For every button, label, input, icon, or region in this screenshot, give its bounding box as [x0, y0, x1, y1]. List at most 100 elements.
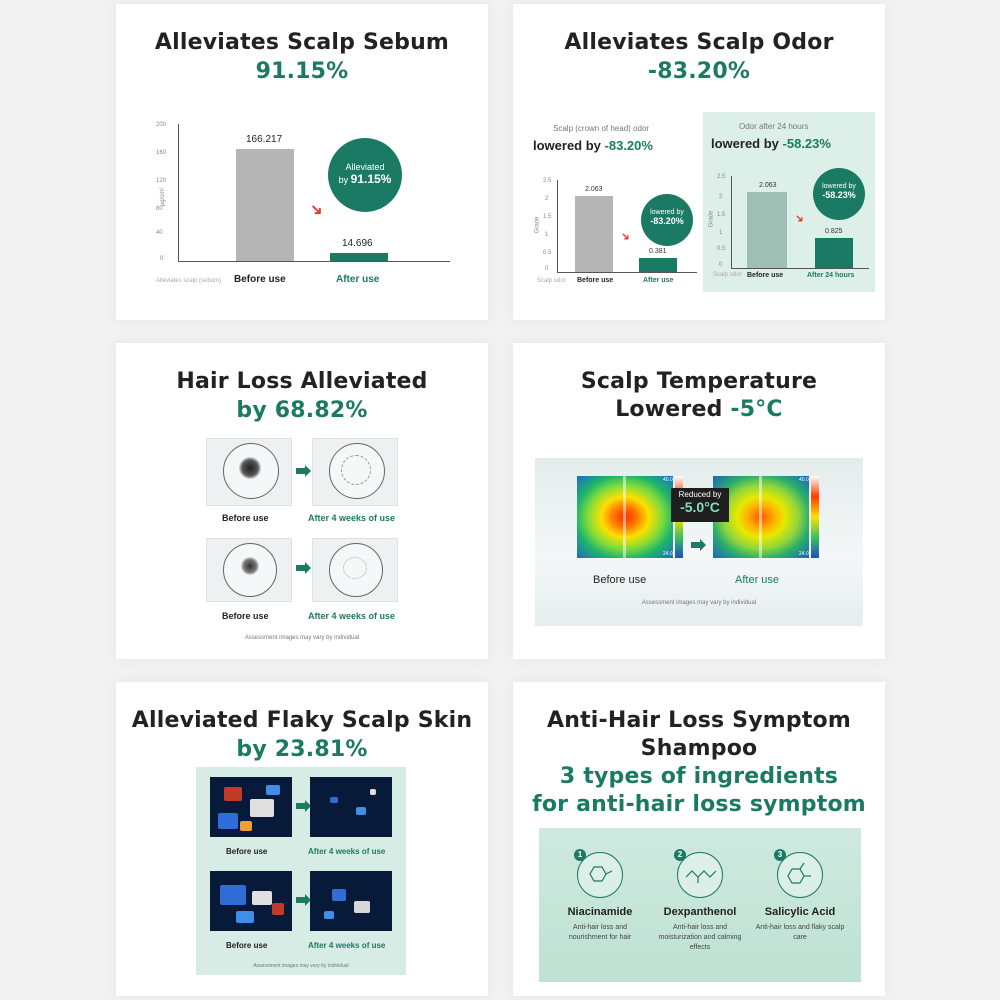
dexpanthenol-molecule-icon: 2: [674, 849, 723, 898]
before-value: 2.063: [585, 186, 603, 193]
scale-max: 40.0: [799, 477, 809, 483]
y-tick: 2: [719, 194, 723, 200]
ingredient-desc: Anti-hair loss and nourishment for hair: [568, 924, 632, 941]
y-tick: 1: [719, 230, 723, 236]
temp-scale-bar: [811, 476, 819, 558]
odor-right-caption: Odor after 24 hours: [739, 122, 809, 131]
scale-min: 24.0: [663, 551, 673, 557]
hair-clump: [239, 457, 261, 479]
y-tick: 0.5: [543, 250, 552, 256]
after-label: After use: [643, 277, 674, 284]
axis-caption: Scalp odor: [713, 272, 742, 278]
y-tick: 160: [156, 150, 167, 156]
y-tick: 120: [156, 178, 167, 184]
x-axis: [178, 261, 450, 262]
shampoo-subtitle-line2: for anti-hair loss symptom: [532, 792, 866, 817]
sebum-percent: 91.15%: [255, 59, 349, 84]
after-value: 14.696: [342, 238, 373, 249]
y-tick: 1.5: [717, 212, 726, 218]
badge-line2: by 91.15%: [338, 172, 392, 186]
before-label: Before use: [577, 277, 614, 284]
down-arrow-icon: ➜: [617, 229, 633, 245]
thermal-before-image: [577, 476, 673, 558]
row2-after-label: After 4 weeks of use: [308, 611, 396, 621]
hair-clump: [241, 557, 259, 575]
shampoo-subtitle-line1: 3 types of ingredients: [559, 764, 839, 789]
niacinamide-molecule-icon: 1: [574, 849, 623, 898]
before-value: 166.217: [246, 134, 283, 145]
thermal-after-image: [713, 476, 809, 558]
arrow-right-icon: [296, 800, 311, 812]
y-tick: 80: [156, 206, 163, 212]
ingredient-name: Niacinamide: [567, 906, 633, 918]
temperature-title-line1: Scalp Temperature: [580, 369, 818, 394]
row1-before-label: Before use: [226, 847, 268, 856]
before-bar: [575, 196, 613, 272]
ingredients-box: 1 Niacinamide Anti-hair loss and nourish…: [539, 828, 861, 982]
hairloss-before-photo-1: [206, 438, 292, 506]
temperature-badge: Reduced by -5.0°C: [671, 488, 729, 522]
y-tick: 0.5: [717, 246, 726, 252]
sebum-title: Alleviates Scalp Sebum: [154, 30, 450, 55]
hairloss-after-photo-2: [312, 538, 398, 602]
odor-left-chart: Scalp (crown of head) odor lowered by -8…: [533, 122, 703, 292]
down-arrow-icon: ➜: [791, 211, 807, 227]
odor-right-headline: lowered by -58.23%: [711, 136, 831, 151]
after-label: After use: [336, 274, 380, 285]
ingredient-desc: Anti-hair loss and moisturization and ca…: [658, 924, 742, 951]
salicylic-acid-molecule-icon: 3: [774, 849, 823, 898]
odor-percent: -83.20%: [647, 59, 751, 84]
hairloss-subtitle: by 68.82%: [236, 398, 368, 423]
flaky-after-image-2: [310, 871, 392, 931]
y-tick: 2: [545, 196, 549, 202]
sebum-chart: 200 160 120 80 40 0 μg/cm² 166.217 14.69…: [156, 122, 456, 292]
hairloss-title: Hair Loss Alleviated: [176, 369, 428, 394]
flaky-title: Alleviated Flaky Scalp Skin: [131, 708, 473, 733]
flaky-panel: Alleviated Flaky Scalp Skin by 23.81% Be…: [116, 682, 488, 996]
ingredient-salicylic-acid: 3 Salicylic Acid Anti-hair loss and flak…: [725, 849, 875, 943]
odor-left-caption: Scalp (crown of head) odor: [553, 124, 650, 133]
after-label: After 24 hours: [807, 272, 855, 279]
y-axis: [731, 176, 732, 268]
scale-max: 40.0: [663, 477, 673, 483]
arrow-right-icon: [296, 562, 311, 574]
flaky-after-image-1: [310, 777, 392, 837]
y-tick: 2.5: [543, 178, 552, 184]
y-tick: 1.5: [543, 214, 552, 220]
thermal-area: 40.0 24.0 40.0 24.0 Reduced by -5.0°C Be…: [535, 458, 863, 626]
row1-before-label: Before use: [222, 513, 269, 523]
badge-value: 91.15%: [350, 172, 392, 186]
y-tick: 0: [545, 266, 549, 272]
shampoo-panel: Anti-Hair Loss Symptom Shampoo 3 types o…: [513, 682, 885, 996]
row2-after-label: After 4 weeks of use: [308, 941, 386, 950]
before-label: Before use: [593, 574, 647, 586]
y-axis: [178, 124, 179, 261]
arrow-right-icon: [296, 894, 311, 906]
hairloss-before-photo-2: [206, 538, 292, 602]
odor-left-headline: lowered by -83.20%: [533, 138, 653, 153]
down-arrow-icon: ➜: [305, 199, 328, 222]
flaky-note: Assessment images may vary by individual: [253, 963, 349, 969]
hairloss-note: Assessment images may vary by individual: [244, 635, 360, 641]
ingredient-name: Salicylic Acid: [764, 906, 836, 918]
after-value: 0.381: [649, 248, 667, 255]
arrow-right-icon: [296, 465, 311, 477]
row2-before-label: Before use: [222, 611, 269, 621]
flaky-before-image-2: [210, 871, 292, 931]
before-bar: [236, 149, 294, 261]
shampoo-title-line1: Anti-Hair Loss Symptom: [547, 708, 851, 733]
axis-caption: Scalp odor: [537, 278, 566, 284]
odor-right-chart: Odor after 24 hours lowered by -58.23% G…: [703, 112, 875, 292]
before-label: Before use: [234, 274, 286, 285]
y-tick: 40: [156, 230, 163, 236]
axis-caption: Alleviates scalp (sebum): [156, 278, 222, 284]
badge-line1: Alleviated: [345, 162, 385, 172]
y-tick: 0: [160, 256, 164, 262]
x-axis: [731, 268, 869, 269]
ingredient-desc: Anti-hair loss and flaky scalp care: [755, 924, 845, 941]
arrow-right-icon: [691, 539, 706, 551]
row1-after-label: After 4 weeks of use: [308, 513, 396, 523]
temperature-note: Assessment images may vary by individual: [641, 600, 757, 606]
y-tick: 200: [156, 122, 167, 128]
